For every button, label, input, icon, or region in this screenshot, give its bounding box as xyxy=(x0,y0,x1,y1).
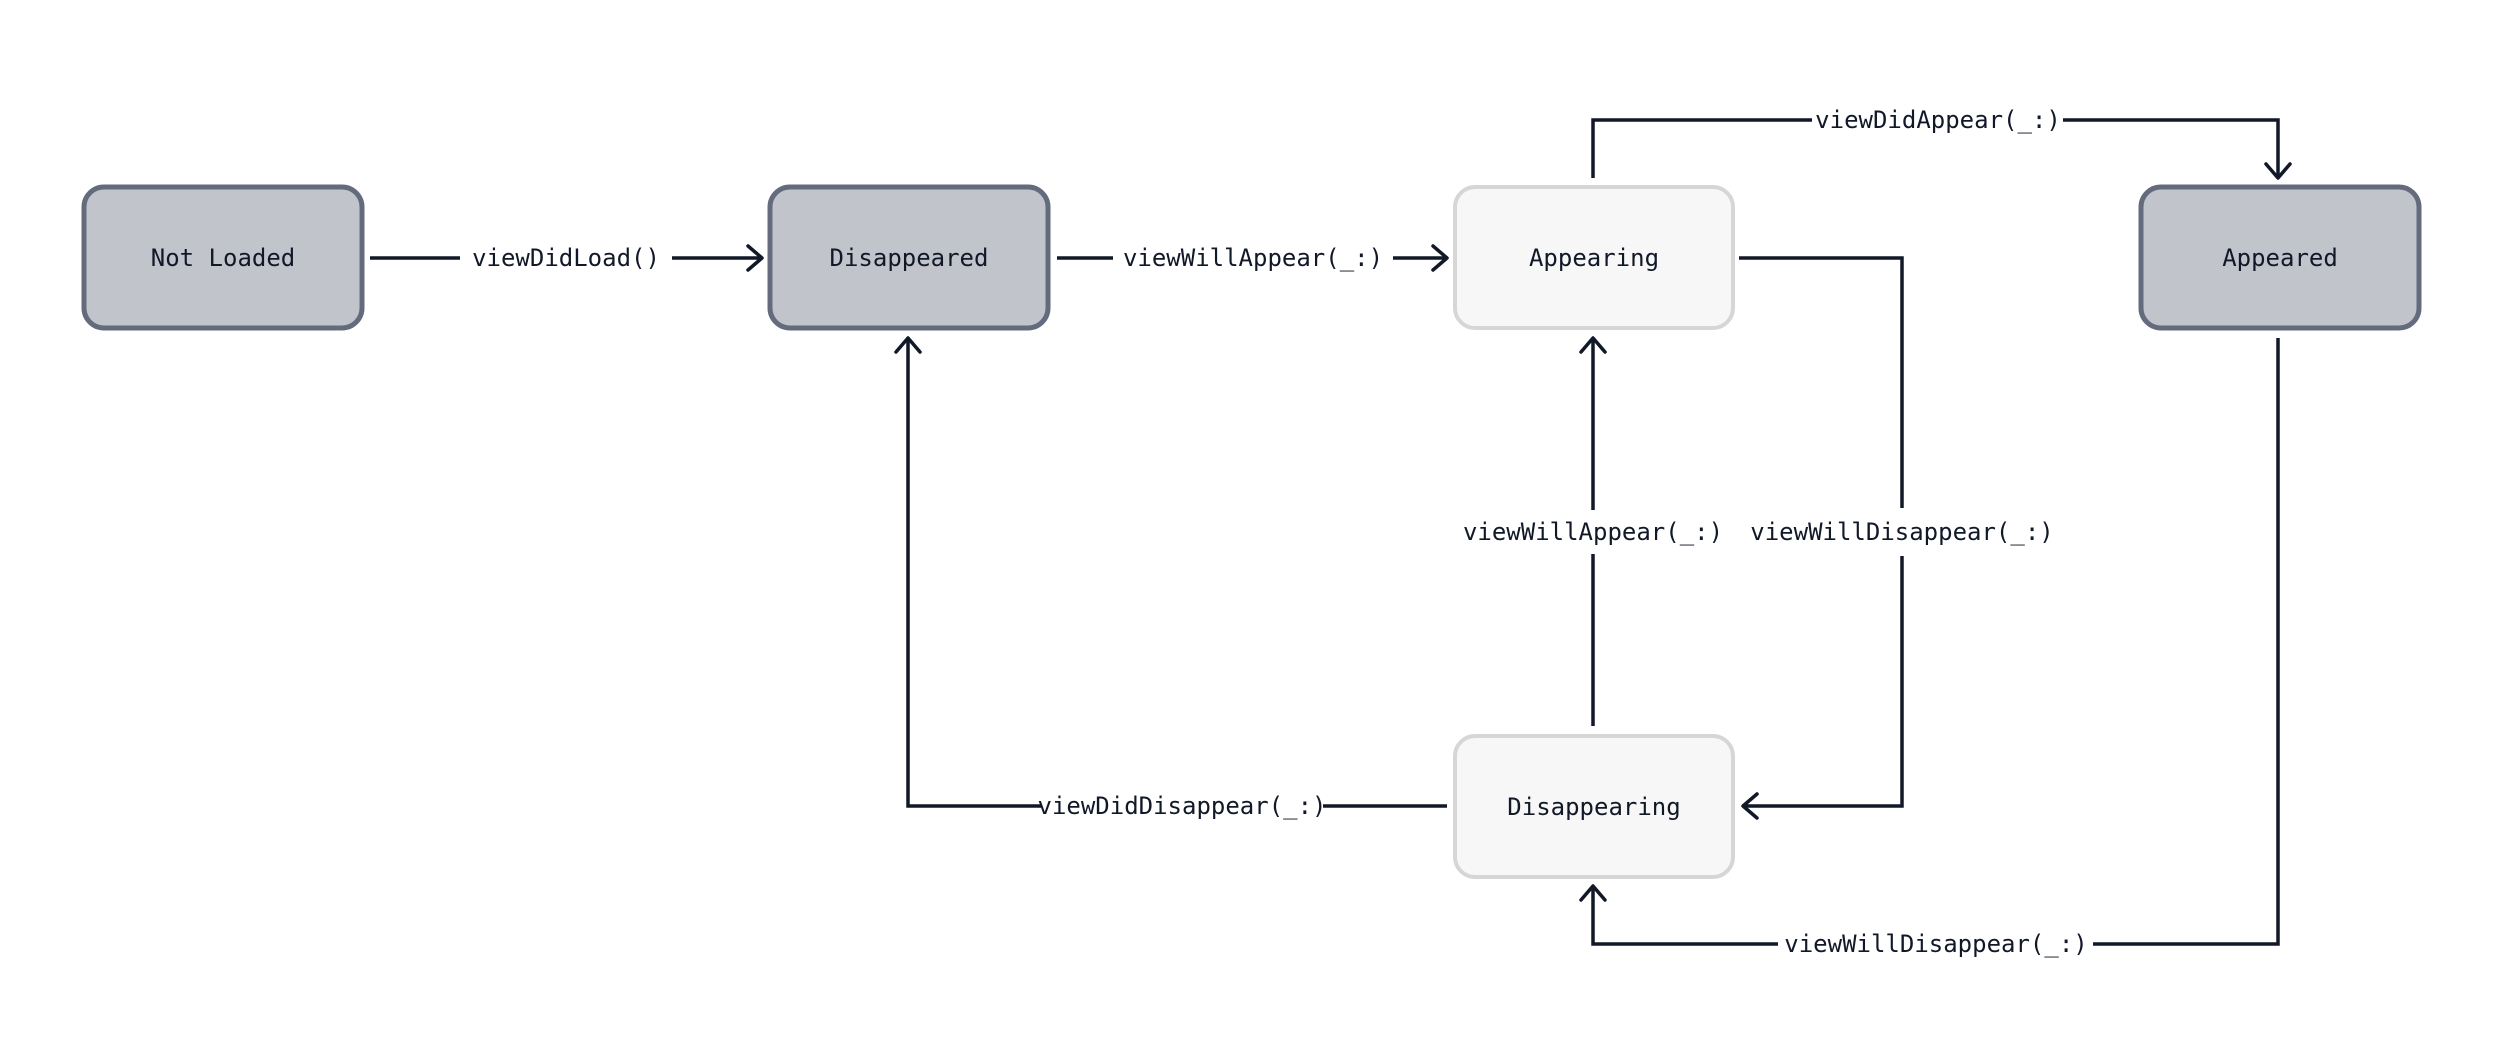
label-viewdidappear: viewDidAppear(_:) xyxy=(1815,106,2061,134)
label-viewwillappear-top: viewWillAppear(_:) xyxy=(1123,244,1383,272)
arrowhead-icon xyxy=(2264,162,2292,180)
state-box xyxy=(81,184,365,331)
state-disappearing: Disappearing xyxy=(1453,734,1735,879)
arrowhead-icon xyxy=(1431,244,1449,272)
state-box xyxy=(1453,185,1735,330)
edge-viewwilldisappear-right xyxy=(1739,256,1904,820)
arrowhead-icon xyxy=(1579,884,1607,902)
state-label: Appeared xyxy=(2222,244,2338,272)
arrowhead-icon xyxy=(1579,336,1607,354)
edge-viewdidload xyxy=(370,244,764,272)
edge-viewdidappear xyxy=(1591,118,2292,180)
arrowhead-icon xyxy=(894,336,922,354)
arrowhead-icon xyxy=(1741,792,1759,820)
label-viewwilldisappear-right: viewWillDisappear(_:) xyxy=(1750,518,2053,546)
state-box xyxy=(767,184,1051,331)
state-appearing: Appearing xyxy=(1453,185,1735,330)
label-viewwilldisappear-bottom: viewWillDisappear(_:) xyxy=(1784,930,2087,958)
state-label: Appearing xyxy=(1529,244,1659,272)
state-label: Disappeared xyxy=(830,244,989,272)
edge-viewdiddisappear xyxy=(894,336,1447,808)
state-box xyxy=(1453,734,1735,879)
label-viewdidload: viewDidLoad() xyxy=(472,244,660,272)
edge-viewwilldisappear-bottom xyxy=(1579,338,2280,946)
state-disappeared: Disappeared xyxy=(767,184,1051,331)
state-not-loaded: Not Loaded xyxy=(81,184,365,331)
edge-viewwillappear-center xyxy=(1579,336,1607,726)
label-viewwillappear-center: viewWillAppear(_:) xyxy=(1463,518,1723,546)
state-appeared: Appeared xyxy=(2138,184,2422,331)
state-label: Disappearing xyxy=(1507,793,1680,821)
label-viewdiddisappear: viewDidDisappear(_:) xyxy=(1038,792,1327,820)
state-box xyxy=(2138,184,2422,331)
edge-viewwillappear-top xyxy=(1057,244,1449,272)
state-label: Not Loaded xyxy=(151,244,296,272)
arrowhead-icon xyxy=(746,244,764,272)
